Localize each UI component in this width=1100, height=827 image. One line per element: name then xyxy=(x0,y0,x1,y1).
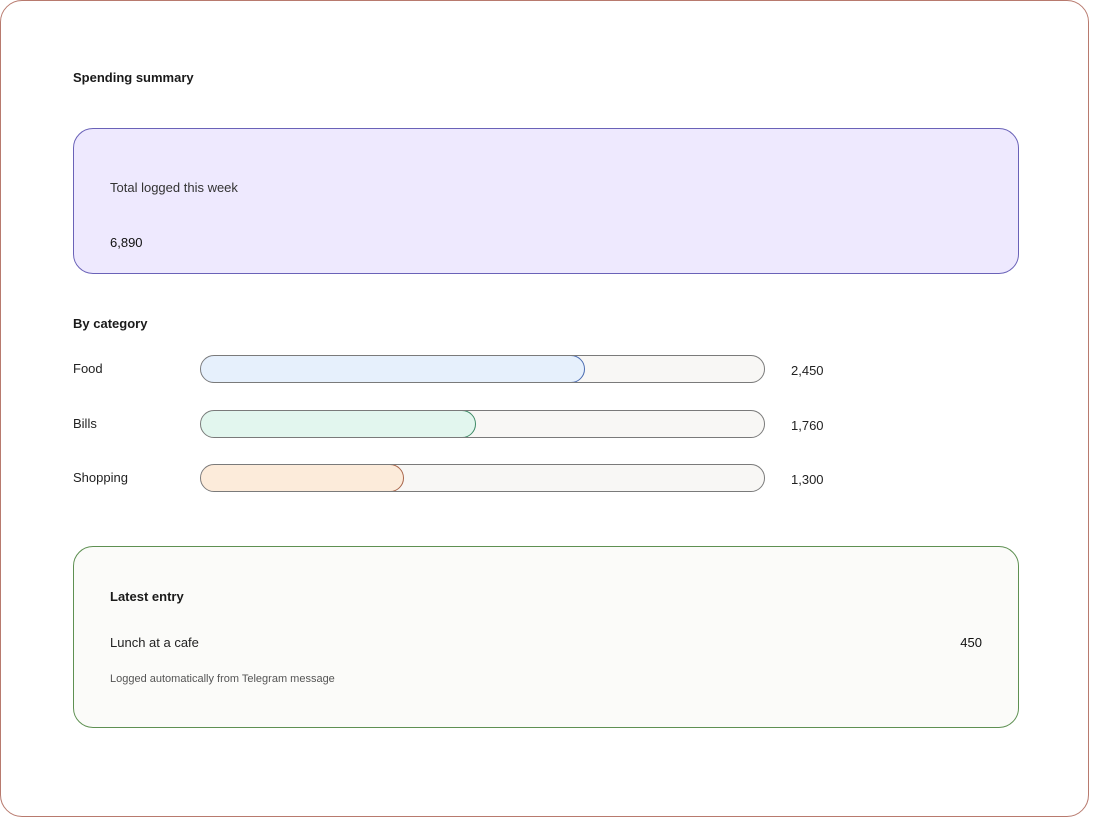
total-value: 6,890 xyxy=(110,235,143,250)
latest-entry-note: Logged automatically from Telegram messa… xyxy=(110,673,335,685)
category-bar-fill xyxy=(201,356,585,382)
category-bar-track xyxy=(200,410,765,438)
category-row-bills: Bills 1,760 xyxy=(73,410,873,438)
category-bar-track xyxy=(200,355,765,383)
category-value: 2,450 xyxy=(791,363,824,378)
category-label: Bills xyxy=(73,416,97,431)
category-section-title: By category xyxy=(73,316,148,331)
app-frame: Spending summary Total logged this week … xyxy=(0,0,1089,817)
latest-entry-amount: 450 xyxy=(960,635,982,650)
latest-entry-card: Latest entry Lunch at a cafe 450 Logged … xyxy=(73,546,1019,728)
total-card: Total logged this week 6,890 xyxy=(73,128,1019,274)
category-label: Shopping xyxy=(73,470,128,485)
category-value: 1,760 xyxy=(791,418,824,433)
page-title: Spending summary xyxy=(73,70,194,85)
category-row-shopping: Shopping 1,300 xyxy=(73,464,873,492)
total-label: Total logged this week xyxy=(110,180,238,195)
latest-entry-title: Latest entry xyxy=(110,589,184,604)
category-value: 1,300 xyxy=(791,472,824,487)
category-bar-fill xyxy=(201,465,404,491)
latest-entry-item: Lunch at a cafe xyxy=(110,635,199,650)
category-row-food: Food 2,450 xyxy=(73,355,873,383)
category-bar-fill xyxy=(201,411,476,437)
category-bar-track xyxy=(200,464,765,492)
category-label: Food xyxy=(73,361,103,376)
